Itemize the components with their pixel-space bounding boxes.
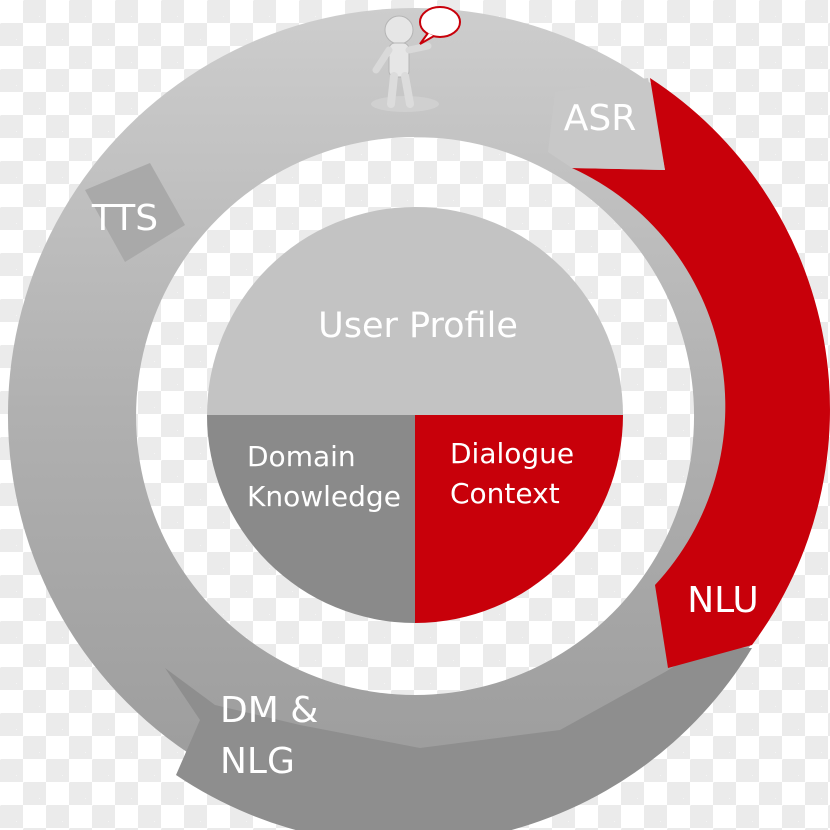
user-profile-label: User Profile: [318, 306, 518, 346]
speaking-person-icon: [371, 15, 439, 112]
asr-label: ASR: [564, 98, 637, 139]
asr-arrow: [548, 78, 665, 170]
dialogue-context-segment: [415, 415, 623, 623]
dm-nlg-arrow: [165, 648, 752, 830]
dm-label-line2: NLG: [220, 741, 295, 782]
tts-arrow: [85, 163, 185, 262]
user-profile-segment: [207, 207, 623, 415]
dialogue-label-line1: Dialogue: [450, 437, 574, 470]
nlu-label: NLU: [687, 580, 759, 621]
speech-bubble-icon: [419, 6, 461, 45]
domain-knowledge-segment: [207, 415, 415, 623]
nlu-arrow: [572, 78, 830, 668]
outer-ring: [7, 8, 822, 822]
dialogue-label-line2: Context: [450, 477, 560, 510]
tts-label: TTS: [91, 198, 158, 239]
domain-label-line2: Knowledge: [247, 480, 401, 513]
dm-label-line1: DM &: [220, 690, 318, 731]
domain-label-line1: Domain: [247, 440, 356, 473]
